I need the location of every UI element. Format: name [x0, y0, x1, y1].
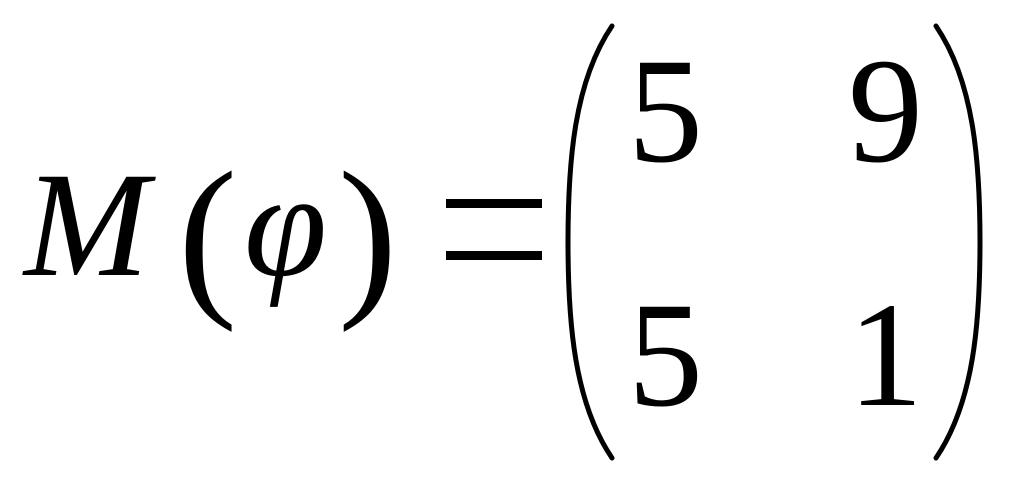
open-paren: (	[178, 135, 238, 333]
matrix-left-bracket	[565, 23, 615, 461]
function-symbol: M	[24, 142, 149, 308]
matrix-right-bracket	[933, 23, 983, 461]
matrix-cell-1-1: 5	[628, 28, 703, 194]
matrix-cell-2-1: 5	[628, 272, 703, 438]
close-paren: )	[338, 135, 398, 333]
matrix-cell-1-2: 9	[848, 28, 923, 194]
equals-bar-top	[446, 199, 542, 208]
equals-bar-bottom	[446, 251, 542, 260]
variable-phi: φ	[244, 142, 327, 308]
matrix-cell-2-2: 1	[848, 272, 923, 438]
